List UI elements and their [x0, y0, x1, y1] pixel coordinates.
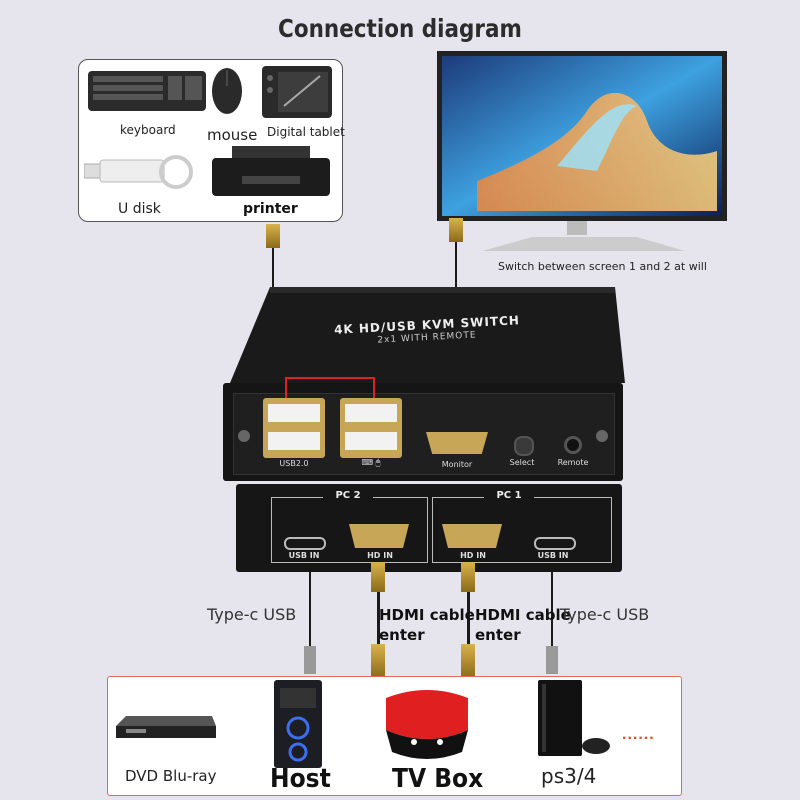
hdmi-connector-icon [449, 218, 463, 242]
usb-in-label-pc1: USB IN [537, 551, 569, 560]
hd-in-label-pc2: HD IN [367, 551, 393, 560]
hdmi-connector-icon [371, 644, 385, 678]
typec-port-pc1[interactable] [534, 537, 576, 550]
remote-label: Remote [557, 458, 589, 467]
usb2-label: USB2.0 [279, 459, 309, 468]
hdmi-cable-left [377, 572, 380, 672]
pc1-label: PC 1 [484, 490, 534, 501]
kvm-back-panel [236, 484, 622, 572]
usb-port[interactable] [268, 404, 320, 422]
ps-label: ps3/4 [541, 764, 597, 788]
select-button[interactable] [514, 436, 534, 456]
dvd-player-icon [116, 716, 216, 738]
usb-bridge-icon [285, 377, 375, 400]
usb-port[interactable] [268, 432, 320, 450]
kvm-top-panel [230, 287, 625, 383]
udisk-label: U disk [118, 201, 161, 217]
usb-connector-icon [546, 646, 558, 674]
keyboard-mouse-icon: ⌨ 🖱 [361, 458, 381, 467]
keyboard-icon [88, 71, 206, 111]
screw-icon [596, 430, 608, 442]
monitor-port-label: Monitor [441, 460, 473, 469]
select-label: Select [509, 458, 535, 467]
tv-box-icon [386, 690, 468, 759]
pc2-label: PC 2 [323, 490, 373, 501]
screw-icon [238, 430, 250, 442]
hdmi-connector-icon [461, 644, 475, 678]
diagram-title: Connection diagram [278, 14, 522, 43]
typec-port-pc2[interactable] [284, 537, 326, 550]
printer-cable [272, 232, 274, 294]
hd-in-label-pc1: HD IN [460, 551, 486, 560]
hdmi-in-port-pc1[interactable] [442, 524, 502, 548]
hdmi-right-label-2: enter [475, 626, 521, 644]
hdmi-left-label-1: HDMI cable [379, 606, 475, 624]
monitor-caption: Switch between screen 1 and 2 at will [498, 260, 707, 273]
usb-in-label-pc2: USB IN [288, 551, 320, 560]
monitor-icon [437, 51, 727, 251]
typec-left-label: Type-c USB [207, 605, 297, 624]
usb-connector-icon [304, 646, 316, 674]
printer-label: printer [243, 201, 298, 217]
more-devices-ellipsis: ...... [622, 726, 655, 743]
hdmi-right-label-1: HDMI cable [475, 606, 571, 624]
hdmi-out-port[interactable] [426, 432, 488, 454]
hdmi-connector-icon [461, 562, 475, 592]
tvbox-label: TV Box [392, 764, 484, 794]
remote-jack[interactable] [564, 436, 582, 454]
usb-drive-icon [84, 155, 193, 189]
host-label: Host [270, 764, 331, 794]
usb-connector-icon [266, 224, 280, 248]
hdmi-left-label-2: enter [379, 626, 425, 644]
usb-port[interactable] [345, 404, 397, 422]
dvd-label: DVD Blu-ray [125, 767, 217, 785]
game-console-icon [538, 680, 610, 756]
typec-right-label: Type-c USB [560, 605, 650, 624]
keyboard-label: keyboard [120, 123, 176, 137]
usb-port[interactable] [345, 432, 397, 450]
hdmi-cable-right [467, 572, 470, 672]
tablet-label: Digital tablet [267, 125, 345, 139]
mouse-icon [212, 68, 242, 114]
printer-icon [212, 146, 330, 196]
hdmi-in-port-pc2[interactable] [349, 524, 409, 548]
mouse-label: mouse [207, 126, 258, 144]
pc-tower-icon [274, 680, 322, 768]
hdmi-connector-icon [371, 562, 385, 592]
typec-cable-right [551, 572, 553, 668]
typec-cable-left [309, 572, 311, 668]
tablet-icon [262, 66, 332, 118]
